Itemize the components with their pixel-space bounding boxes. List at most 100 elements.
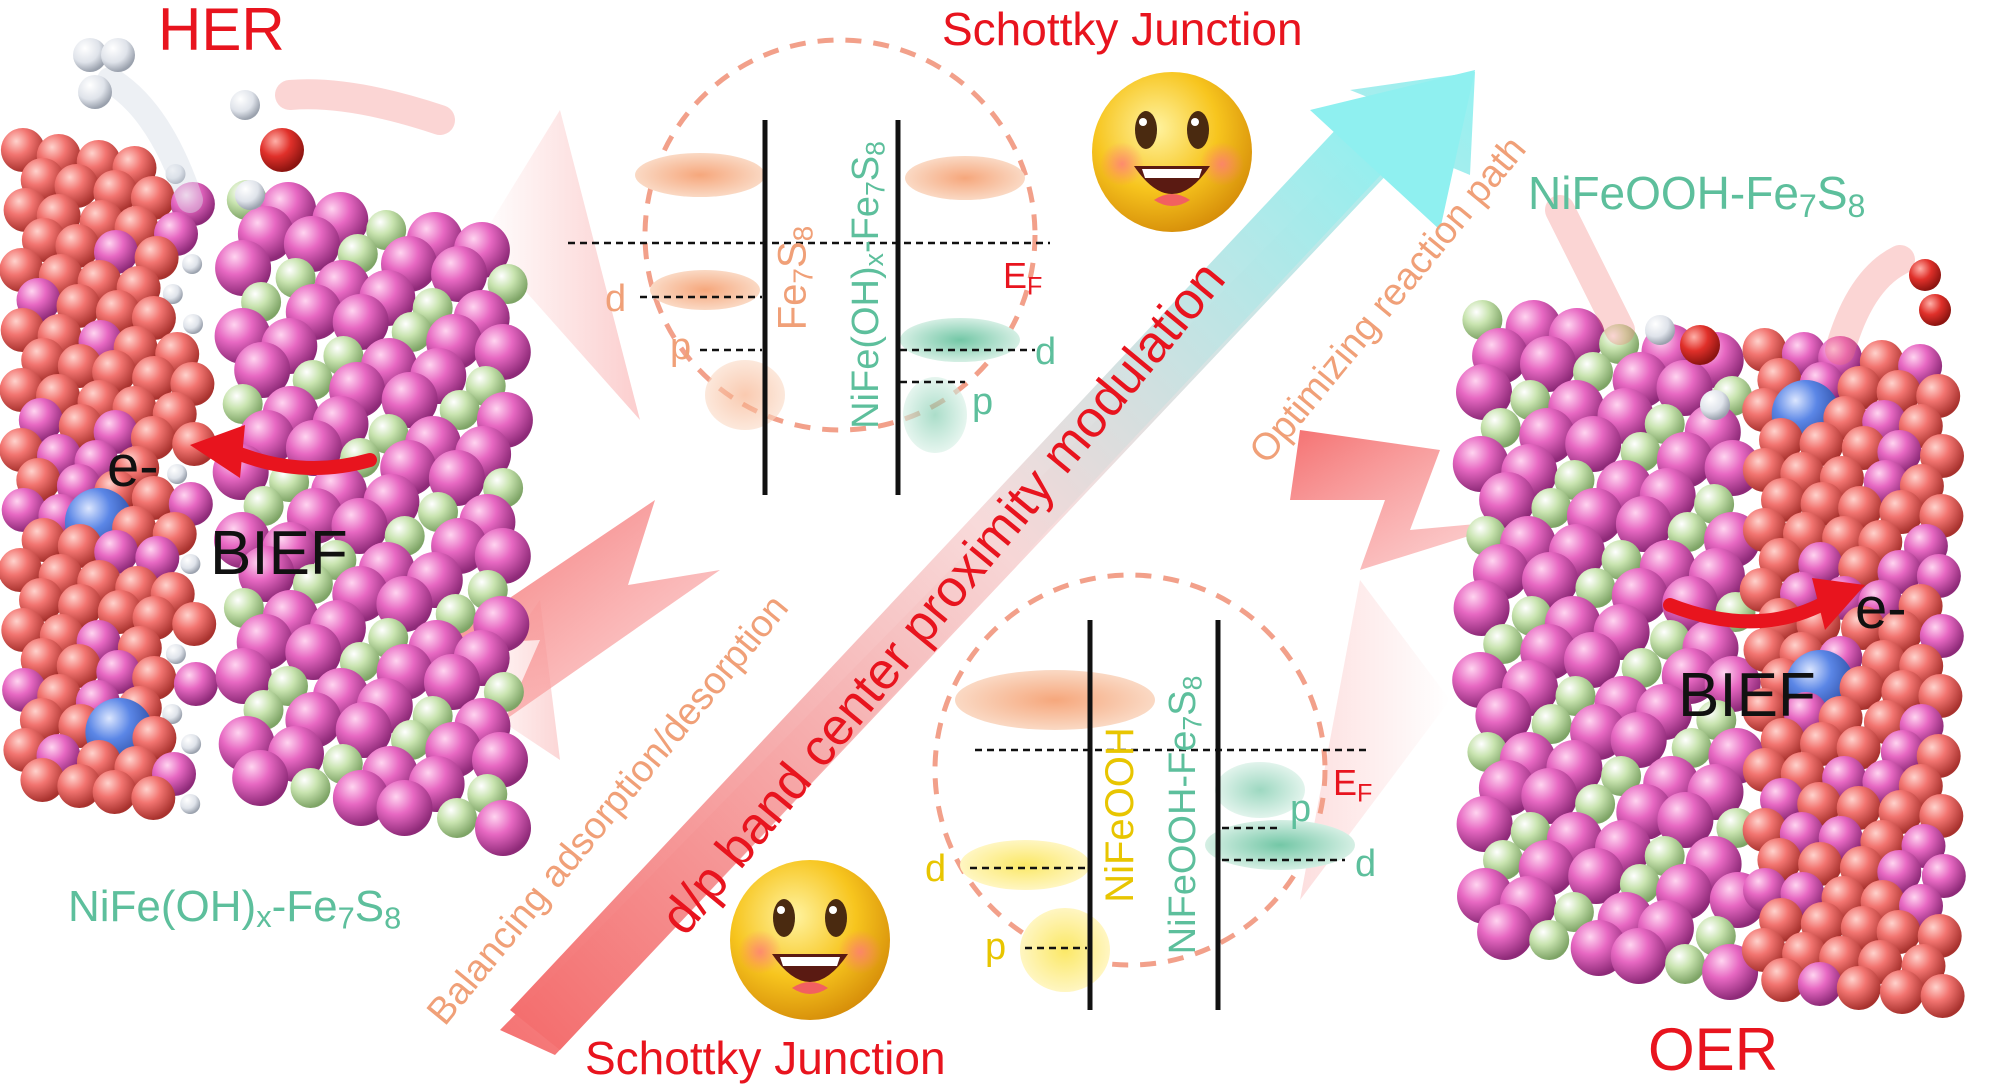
- top-p-right-label: p: [972, 381, 994, 423]
- atom: [472, 732, 528, 788]
- bottom-material-a-label: NiFeOOH: [1098, 727, 1142, 903]
- smiley-face-icon: [1092, 72, 1252, 232]
- atom: [1456, 796, 1513, 852]
- atom: [1761, 958, 1806, 1002]
- atom: [182, 254, 203, 274]
- atom: [232, 750, 289, 806]
- top-fermi-label: EF: [1003, 255, 1043, 301]
- atom: [1564, 632, 1620, 688]
- bolt-left: [440, 500, 720, 720]
- atom: [439, 390, 480, 430]
- top-p-left-label: p: [670, 326, 692, 368]
- atom: [1879, 970, 1924, 1014]
- atom: [92, 770, 137, 814]
- electron-label-right: e-: [1855, 576, 1907, 641]
- atom: [1797, 962, 1842, 1006]
- atom: [172, 602, 217, 646]
- main-diagonal-arrow-body: [510, 125, 1390, 1050]
- o2-molecule-icon: [1825, 245, 1951, 365]
- top-band-diagram: [568, 120, 1050, 495]
- top-lobe-orange-right-upper: [905, 156, 1025, 200]
- atom: [376, 780, 433, 836]
- electron-arrow-right: [1663, 593, 1837, 629]
- oer-label: OER: [1648, 1016, 1779, 1083]
- smiley-face-icon: [730, 860, 890, 1020]
- atom: [234, 342, 291, 398]
- atom: [20, 758, 65, 802]
- atom: [1479, 472, 1536, 528]
- atom: [162, 704, 183, 724]
- atom: [1921, 854, 1966, 898]
- top-lobe-orange-left-upper: [635, 153, 765, 197]
- electron-arrow-left: [223, 443, 377, 475]
- atom: [215, 648, 272, 704]
- atom: [1599, 324, 1640, 364]
- structure-right-oer: [1452, 300, 1966, 1018]
- bottom-d-right-label: d: [1355, 843, 1377, 885]
- material-label-right: NiFeOOH-Fe7S8: [1528, 167, 1866, 225]
- atom: [381, 372, 438, 428]
- atom: [1920, 974, 1965, 1018]
- atom: [1529, 920, 1570, 960]
- atom: [1531, 488, 1572, 528]
- atom: [131, 776, 176, 820]
- schottky-junction-top: Schottky Junction: [942, 3, 1303, 55]
- atom: [1553, 892, 1594, 932]
- atom: [1522, 552, 1578, 608]
- atom: [1456, 364, 1512, 420]
- atom: [1483, 624, 1524, 664]
- bottom-material-b-label: NiFeOOH-Fe7S8: [1161, 675, 1208, 955]
- bolt-right: [1290, 430, 1520, 570]
- atom: [173, 662, 218, 706]
- atom: [332, 294, 389, 350]
- atom: [1656, 360, 1713, 416]
- atom: [1565, 416, 1622, 472]
- top-circle-outline: [642, 37, 1038, 433]
- atom: [238, 546, 295, 602]
- atom: [165, 644, 186, 664]
- material-label-left: NiFe(OH)x-Fe7S8: [68, 882, 402, 936]
- top-lobe-orange-left-p: [705, 360, 785, 430]
- atom: [57, 764, 102, 808]
- atom: [474, 528, 531, 584]
- electron-arrowhead-right: [1812, 578, 1865, 630]
- atom: [21, 518, 66, 562]
- bottom-lobe-teal-d: [1205, 820, 1355, 870]
- atom: [167, 464, 188, 484]
- atom: [424, 654, 480, 710]
- top-lobe-teal-right-p: [903, 377, 967, 453]
- bottom-d-left-label: d: [925, 848, 947, 890]
- atom: [474, 324, 531, 380]
- structure-left-her: [0, 128, 533, 856]
- atom: [428, 450, 485, 506]
- top-lobe-teal-right-d: [900, 318, 1020, 362]
- atom: [1657, 792, 1714, 848]
- atom: [1665, 944, 1706, 984]
- atom: [1836, 966, 1881, 1010]
- atom: [1521, 768, 1578, 824]
- atom: [283, 216, 340, 272]
- atom: [376, 576, 433, 632]
- atom: [1555, 676, 1596, 716]
- atom: [1477, 904, 1534, 960]
- bottom-lobe-teal-p: [1215, 762, 1305, 818]
- bottom-circle-outline: [932, 572, 1328, 968]
- atom: [181, 734, 202, 754]
- atom: [1615, 496, 1672, 552]
- bief-label-right: BIEF: [1678, 661, 1816, 730]
- atom: [332, 770, 389, 826]
- atom: [1601, 756, 1642, 796]
- atom: [183, 314, 203, 334]
- atom: [165, 164, 186, 184]
- top-material-b-label: NiFe(OH)x-Fe7S8: [844, 141, 891, 429]
- atom: [1531, 704, 1572, 744]
- focus-cone-top-left: [480, 110, 640, 420]
- top-d-left-label: d: [605, 278, 627, 320]
- atom: [431, 246, 488, 302]
- atom: [1671, 728, 1712, 768]
- atom: [1475, 688, 1532, 744]
- bottom-p-right-label: p: [1290, 788, 1312, 830]
- electron-label-left: e-: [107, 434, 159, 499]
